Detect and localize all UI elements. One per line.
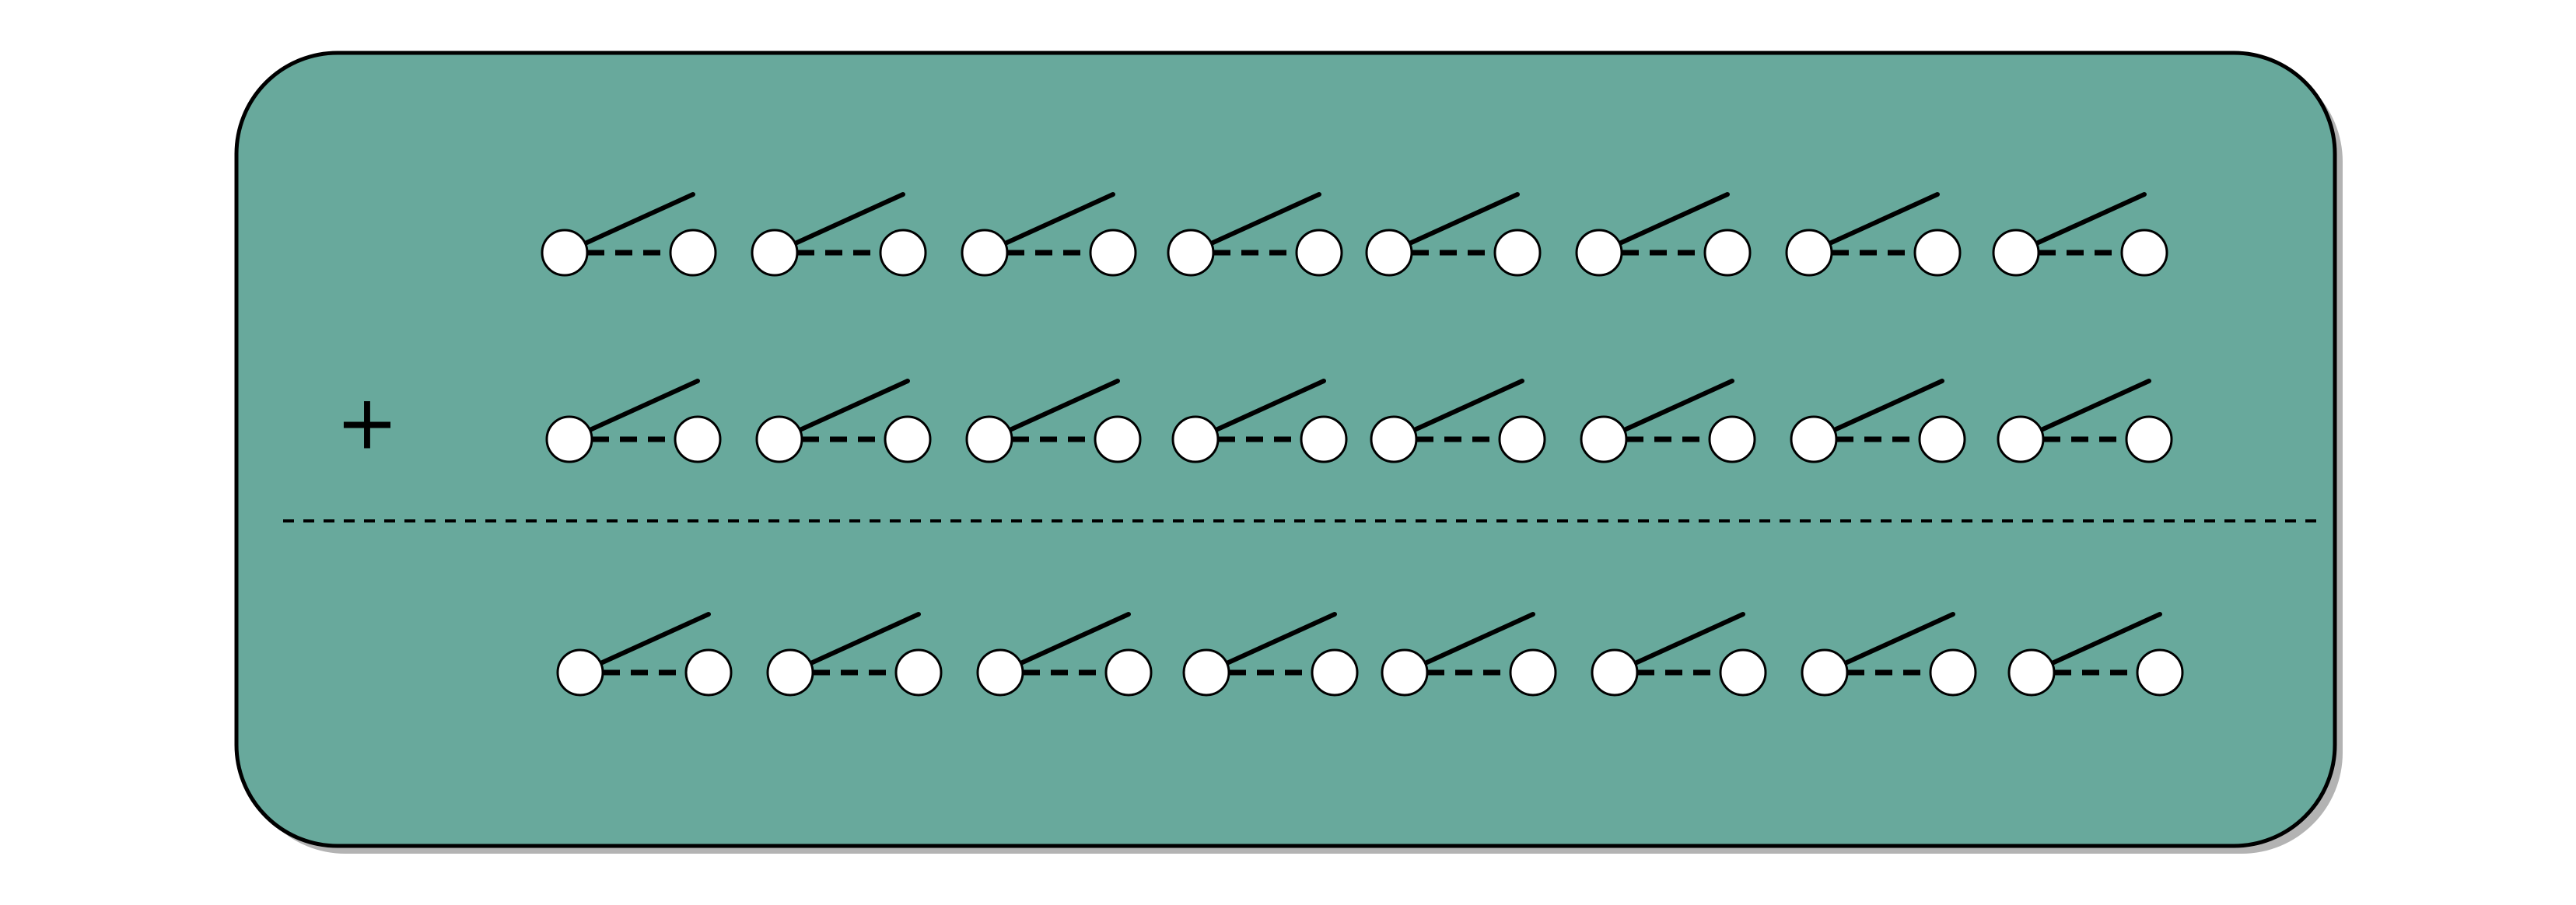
open-switch-icon xyxy=(541,192,717,277)
switch-right-node xyxy=(1300,415,1348,463)
switch-left-node xyxy=(541,229,589,277)
open-switch-icon xyxy=(1365,192,1542,277)
switch-left-node xyxy=(1370,415,1418,463)
open-switch-icon xyxy=(766,612,943,697)
switch-left-node xyxy=(1801,648,1849,697)
open-switch-icon xyxy=(965,379,1142,463)
switch-left-node xyxy=(766,648,814,697)
switch-right-node xyxy=(2125,415,2173,463)
open-switch-icon xyxy=(976,612,1153,697)
switch-right-node xyxy=(894,648,943,697)
open-switch-icon xyxy=(556,612,733,697)
switch-right-node xyxy=(1094,415,1142,463)
addend-row-2 xyxy=(545,379,2173,463)
sum-row xyxy=(556,612,2184,697)
switch-left-node xyxy=(1167,229,1215,277)
open-switch-icon xyxy=(1182,612,1359,697)
open-switch-icon xyxy=(1992,192,2168,277)
switch-left-node xyxy=(1591,648,1639,697)
switch-left-node xyxy=(1997,415,2045,463)
switch-left-node xyxy=(755,415,803,463)
switch-left-node xyxy=(976,648,1024,697)
open-switch-icon xyxy=(2007,612,2184,697)
open-switch-icon xyxy=(755,379,932,463)
addend-row-1 xyxy=(541,192,2168,277)
switch-right-node xyxy=(2120,229,2168,277)
switch-right-node xyxy=(684,648,733,697)
switch-right-node xyxy=(884,415,932,463)
open-switch-icon xyxy=(961,192,1137,277)
switch-right-node xyxy=(1719,648,1767,697)
switch-right-node xyxy=(1498,415,1546,463)
switch-left-node xyxy=(965,415,1013,463)
open-switch-icon xyxy=(751,192,927,277)
switch-left-node xyxy=(961,229,1009,277)
switch-right-node xyxy=(1929,648,1977,697)
switch-left-node xyxy=(2007,648,2056,697)
switch-right-node xyxy=(1509,648,1557,697)
switch-left-node xyxy=(751,229,799,277)
switch-left-node xyxy=(545,415,593,463)
open-switch-icon xyxy=(1997,379,2173,463)
switch-right-node xyxy=(1104,648,1153,697)
open-switch-icon xyxy=(1575,192,1752,277)
switch-right-node xyxy=(669,229,717,277)
open-switch-icon xyxy=(1580,379,1756,463)
open-switch-icon xyxy=(545,379,722,463)
switch-left-node xyxy=(1992,229,2040,277)
open-switch-icon xyxy=(1591,612,1767,697)
switch-left-node xyxy=(1365,229,1413,277)
switch-right-node xyxy=(1708,415,1756,463)
switch-right-node xyxy=(1295,229,1343,277)
open-switch-icon xyxy=(1785,192,1962,277)
open-switch-icon xyxy=(1381,612,1557,697)
switch-right-node xyxy=(1311,648,1359,697)
switch-right-node xyxy=(1913,229,1962,277)
switch-left-node xyxy=(1171,415,1220,463)
open-switch-icon xyxy=(1370,379,1546,463)
plus-operator: + xyxy=(336,379,398,466)
open-switch-icon xyxy=(1171,379,1348,463)
open-switch-icon xyxy=(1790,379,1966,463)
switch-right-node xyxy=(1918,415,1966,463)
switch-left-node xyxy=(1580,415,1628,463)
open-switch-icon xyxy=(1801,612,1977,697)
switch-left-node xyxy=(1182,648,1230,697)
open-switch-icon xyxy=(1167,192,1343,277)
switch-left-node xyxy=(1381,648,1429,697)
switch-right-node xyxy=(879,229,927,277)
switch-right-node xyxy=(2136,648,2184,697)
switch-left-node xyxy=(1785,229,1833,277)
switch-right-node xyxy=(674,415,722,463)
switch-left-node xyxy=(1790,415,1838,463)
switch-right-node xyxy=(1703,229,1752,277)
switch-right-node xyxy=(1089,229,1137,277)
switch-left-node xyxy=(556,648,604,697)
switch-right-node xyxy=(1493,229,1542,277)
switch-left-node xyxy=(1575,229,1623,277)
